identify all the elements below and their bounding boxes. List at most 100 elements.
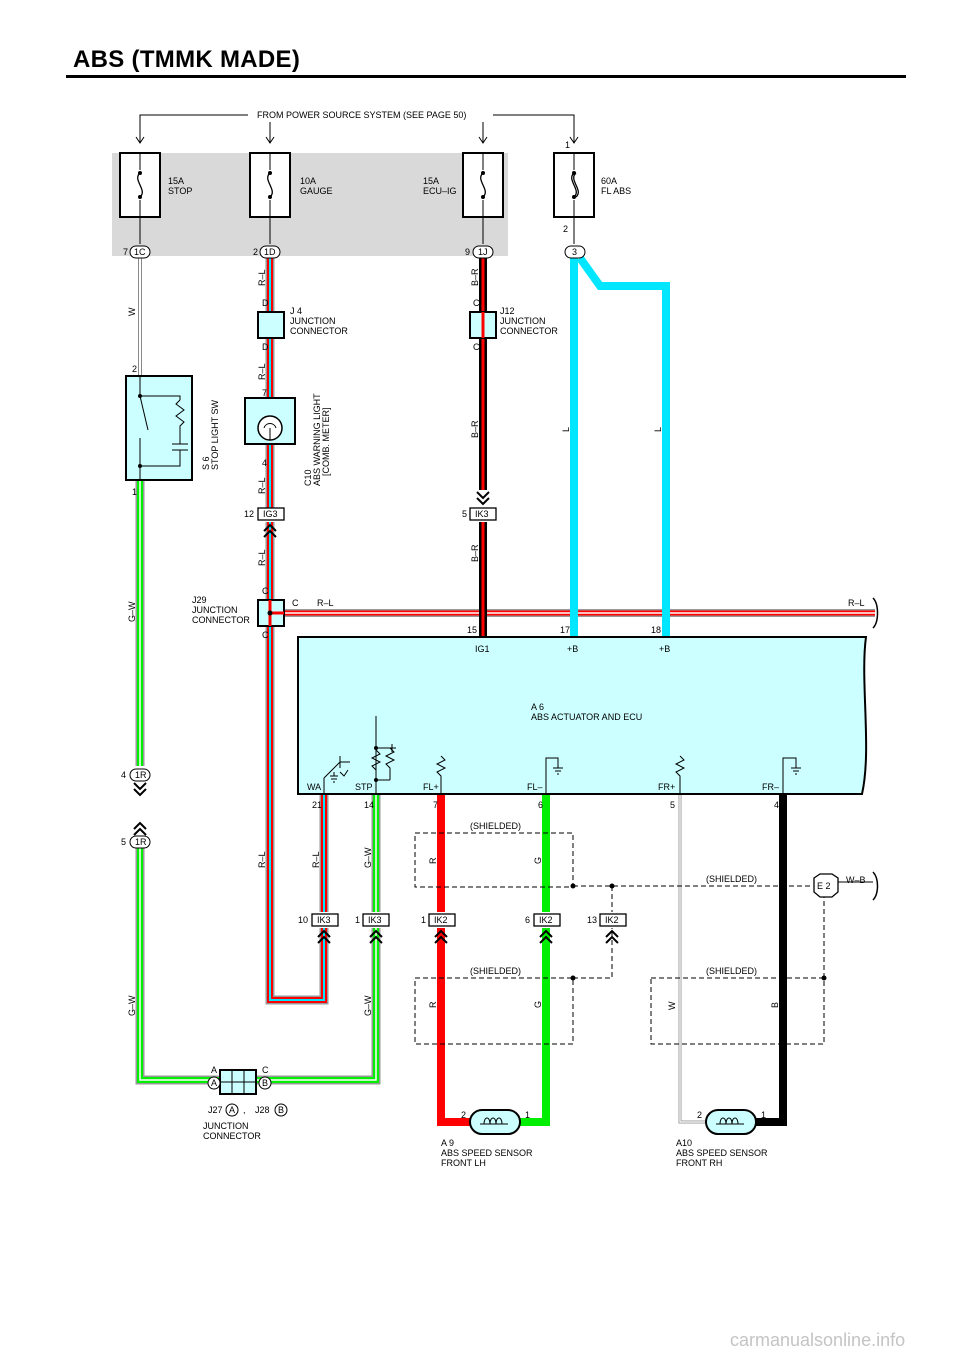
wire-color-label: R–L xyxy=(257,549,267,566)
tag-a: A xyxy=(207,1076,221,1090)
wire-color-label: G–W xyxy=(127,995,137,1016)
wire-color-label: G–W xyxy=(127,601,137,622)
connector-ik2-r: IK2 xyxy=(428,913,456,927)
ecu-terminal-label: FL– xyxy=(527,782,543,792)
pin-label: 4 xyxy=(774,800,779,810)
wire-color-label: W xyxy=(667,1001,677,1010)
wire-color-label: L xyxy=(653,427,663,432)
wire-color-label: R–L xyxy=(257,363,267,380)
wire-g-fl xyxy=(520,794,550,1126)
shield-box xyxy=(414,832,825,1045)
a6-name: ABS ACTUATOR AND ECU xyxy=(531,712,642,722)
wire-color-label: G xyxy=(533,1001,543,1008)
pin-label: 2 xyxy=(132,364,137,374)
ecu-terminal-label: WA xyxy=(307,782,321,792)
svg-text:A: A xyxy=(229,1105,235,1115)
ecu-terminal-label: FR– xyxy=(762,782,779,792)
jc-name: JUNCTION xyxy=(203,1121,249,1131)
svg-text:IK3: IK3 xyxy=(317,915,331,925)
pin-label: 12 xyxy=(244,509,254,519)
wire-l xyxy=(570,255,670,636)
svg-text:B: B xyxy=(262,1078,268,1088)
shielded-label: (SHIELDED) xyxy=(470,821,521,831)
wire-color-label: G–W xyxy=(363,995,373,1016)
junction-j29 xyxy=(257,599,285,627)
pin-label: 9 xyxy=(465,247,470,257)
ecu-terminal-label: FR+ xyxy=(658,782,675,792)
wire-color-label: R xyxy=(428,857,438,864)
wire-color-label: B xyxy=(770,1002,780,1008)
tag-a2: A xyxy=(225,1103,239,1117)
junction-letter: C xyxy=(473,298,480,308)
fuse-ecu-ig xyxy=(462,152,504,218)
a9-id: A 9 xyxy=(441,1138,454,1148)
svg-text:1C: 1C xyxy=(134,247,146,257)
pin-label: 17 xyxy=(560,625,570,635)
pin-label: 2 xyxy=(461,1110,466,1120)
pin-label: 7 xyxy=(123,247,128,257)
wire-color-label: R–L xyxy=(848,598,865,608)
junction-letter: C xyxy=(473,342,480,352)
connector-ik3-stp: IK3 xyxy=(362,913,390,927)
pin-label: 1 xyxy=(565,140,570,150)
fuse-fl-abs xyxy=(553,152,595,218)
fuse-box-area xyxy=(112,153,508,256)
pin-label: 1 xyxy=(355,915,360,925)
wire-color-label: R–L xyxy=(317,598,334,608)
junction-letter: C xyxy=(262,586,269,596)
pin-label: 2 xyxy=(697,1110,702,1120)
svg-text:A: A xyxy=(211,1078,217,1088)
fuse-gauge xyxy=(249,152,291,218)
wire-color-label: G–W xyxy=(363,847,373,868)
pin-label: 4 xyxy=(262,458,267,468)
connector-1r-bottom: 1R xyxy=(129,835,151,849)
pin-label: 6 xyxy=(525,915,530,925)
j12-id: J12 xyxy=(500,306,515,316)
junction-j27-j28 xyxy=(219,1069,257,1095)
a10-id: A10 xyxy=(676,1138,692,1148)
svg-text:1R: 1R xyxy=(135,770,147,780)
fuse-stop-rating: 15A xyxy=(168,176,184,186)
fuse-stop-name: STOP xyxy=(168,186,192,196)
svg-text:1R: 1R xyxy=(135,837,147,847)
connector-1d: 1D xyxy=(259,245,281,259)
wire-color-label: R–L xyxy=(257,269,267,286)
pin-label: 5 xyxy=(121,837,126,847)
pin-label: 1 xyxy=(421,915,426,925)
s6-name: STOP LIGHT SW xyxy=(210,399,220,470)
jc-name: CONNECTOR xyxy=(203,1131,261,1141)
connector-ik2-g: IK2 xyxy=(533,913,561,927)
watermark: carmanualsonline.info xyxy=(730,1330,906,1350)
junction-letter: D xyxy=(262,342,269,352)
ground-e2: E 2 xyxy=(813,873,839,898)
s6-id: S 6 xyxy=(201,456,211,470)
ecu-terminal-label: +B xyxy=(659,644,670,654)
a10-name: FRONT RH xyxy=(676,1158,722,1168)
shielded-label: (SHIELDED) xyxy=(706,966,757,976)
pin-label: 2 xyxy=(253,247,258,257)
junction-j4 xyxy=(257,311,285,339)
ecu-terminal-label: FL+ xyxy=(423,782,439,792)
a6-id: A 6 xyxy=(531,702,544,712)
fuse-stop xyxy=(119,152,161,218)
wire-color-label: R–L xyxy=(257,477,267,494)
wire-w-fr xyxy=(678,794,706,1124)
shielded-label: (SHIELDED) xyxy=(706,874,757,884)
title-rule xyxy=(66,75,906,78)
pin-label: 18 xyxy=(651,625,661,635)
pin-label: 7 xyxy=(262,388,267,398)
pin-label: 1 xyxy=(132,487,137,497)
a9-name: FRONT LH xyxy=(441,1158,486,1168)
c10-name: [COMB. METER] xyxy=(321,407,331,476)
pin-label: 21 xyxy=(312,800,322,810)
ecu-terminal-label: +B xyxy=(567,644,578,654)
svg-text:IK2: IK2 xyxy=(605,915,619,925)
svg-text:IK3: IK3 xyxy=(368,915,382,925)
wire-color-label: R–L xyxy=(311,851,321,868)
abs-warning-light xyxy=(244,397,296,445)
wire-r-fl xyxy=(437,794,470,1126)
pin-label: 13 xyxy=(587,915,597,925)
abs-actuator-ecu xyxy=(297,636,868,795)
connector-3: 3 xyxy=(564,245,586,259)
connector-1c: 1C xyxy=(129,245,151,259)
